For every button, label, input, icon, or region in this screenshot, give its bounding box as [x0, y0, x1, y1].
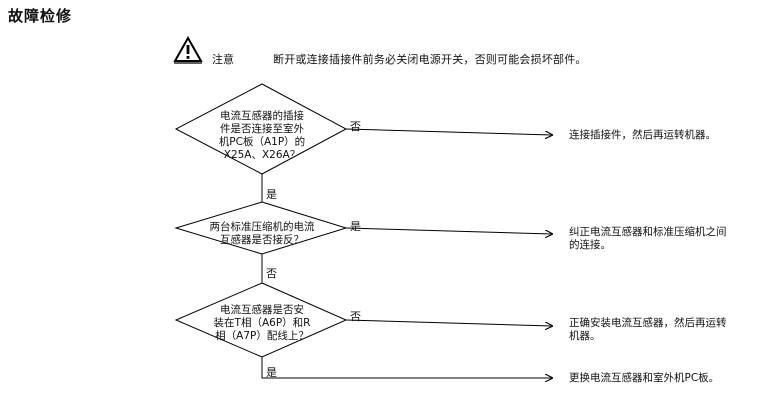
- decision-3-no-label: 否: [350, 310, 361, 323]
- page-title: 故障检修: [8, 7, 73, 25]
- decision-1-text: 电流互感器的插接 件是否连接至室外 机PC板（A1P）的 X25A、X26A？: [218, 110, 306, 161]
- decision-1-yes-arrow: [345, 128, 552, 135]
- decision-3-text: 电流互感器是否安 装在T相（A6P）和R 相（A7P）配线上？: [213, 304, 311, 342]
- result-1: 连接插接件，然后再运转机器。: [569, 129, 716, 141]
- decision-2-yes-label: 是: [350, 220, 361, 233]
- caution-label: 注意: [212, 53, 234, 66]
- caution-text: 断开或连接插接件前务必关闭电源开关，否则可能会损坏部件。: [273, 53, 587, 66]
- decision-2-yes-arrow: [345, 227, 552, 234]
- result-3: 正确安装电流互感器，然后再运转 机器。: [569, 317, 727, 342]
- result-final: 更换电流互感器和室外机PC板。: [569, 372, 720, 384]
- decision-3-yes-label: 是: [266, 366, 277, 379]
- decision-3-no-arrow: [345, 319, 552, 326]
- decision-1-no-label: 否: [350, 120, 361, 133]
- decision-2-no-label: 否: [266, 267, 277, 280]
- decision-3-yes-arrow: [261, 357, 552, 378]
- warning-triangle-icon: [173, 36, 203, 64]
- decision-2-text: 两台标准压缩机的电流 互感器是否接反？: [209, 221, 315, 246]
- decision-1-yes-label: 是: [266, 188, 277, 201]
- result-2: 纠正电流互感器和标准压缩机之间 的连接。: [569, 226, 727, 251]
